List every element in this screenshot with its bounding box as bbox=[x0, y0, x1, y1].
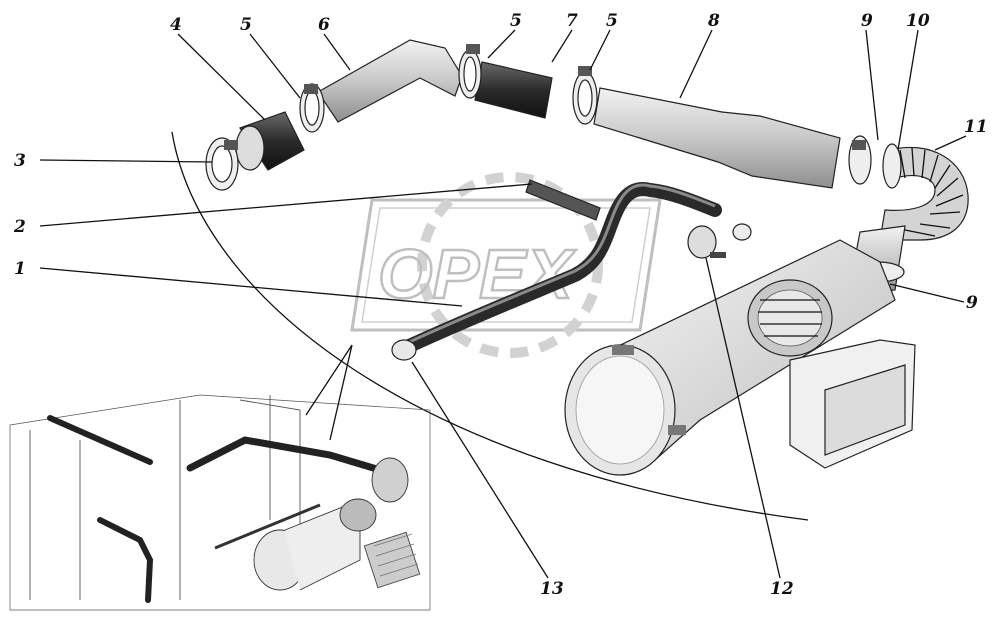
clamp-5c bbox=[572, 66, 598, 125]
bellows-11 bbox=[879, 146, 969, 241]
inlet-box bbox=[789, 339, 916, 469]
bracket-2 bbox=[525, 179, 601, 221]
inset-vehicle-view bbox=[9, 394, 431, 611]
fitting-12 bbox=[687, 225, 726, 259]
callout-3: 3 bbox=[14, 151, 26, 171]
callout-5c: 5 bbox=[606, 11, 618, 31]
clamp-9a bbox=[848, 135, 872, 185]
callout-13: 13 bbox=[540, 579, 564, 599]
callout-4: 4 bbox=[170, 15, 182, 35]
callout-11: 11 bbox=[964, 117, 988, 137]
clamp-5b bbox=[458, 44, 482, 99]
inlet-corrugated-hose bbox=[747, 279, 833, 357]
callout-8: 8 bbox=[707, 11, 720, 31]
callout-9a: 9 bbox=[861, 11, 873, 31]
pipe-6 bbox=[317, 39, 463, 123]
clamp-10 bbox=[882, 143, 902, 189]
callout-7: 7 bbox=[566, 11, 578, 31]
callout-5b: 5 bbox=[510, 11, 522, 31]
small-clamp bbox=[732, 223, 752, 241]
tube-1-end-clamp bbox=[391, 339, 417, 361]
leader-lines bbox=[39, 29, 967, 579]
callout-5a: 5 bbox=[240, 15, 252, 35]
pipe-8 bbox=[593, 87, 841, 189]
inset-pointer bbox=[305, 344, 353, 441]
filter-latch-bottom bbox=[668, 425, 686, 435]
callout-2: 2 bbox=[13, 217, 26, 237]
zoom-arc bbox=[171, 131, 809, 521]
clamp-5a bbox=[299, 83, 325, 133]
callout-12: 12 bbox=[770, 579, 794, 599]
clamp-3 bbox=[205, 137, 239, 191]
filter-latch-top bbox=[612, 345, 634, 355]
hose-4-end bbox=[235, 125, 265, 171]
callout-1: 1 bbox=[14, 259, 26, 279]
callout-10: 10 bbox=[906, 11, 930, 31]
hose-7 bbox=[474, 61, 553, 119]
callout-9b: 9 bbox=[966, 293, 978, 313]
callout-6: 6 bbox=[318, 15, 330, 35]
tube-1 bbox=[398, 182, 722, 355]
